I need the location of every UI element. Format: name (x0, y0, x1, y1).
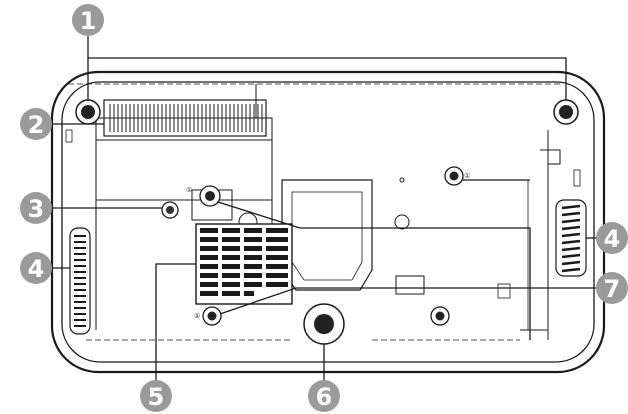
callout-6: 6 (308, 380, 340, 412)
svg-text:1: 1 (80, 7, 97, 35)
callout-4-right: 4 (596, 222, 628, 254)
foot-top-left (75, 99, 101, 125)
svg-text:4: 4 (604, 225, 621, 253)
svg-text:7: 7 (604, 275, 621, 303)
top-vent (103, 99, 267, 137)
left-side-vent (69, 227, 91, 335)
mount-screw-1 (199, 185, 221, 207)
callout-7: 7 (596, 272, 628, 304)
front-adjustable-foot (303, 303, 345, 345)
callout-1: 1 (72, 4, 104, 36)
callout-4-left: 4 (20, 252, 52, 284)
foot-top-right (553, 99, 579, 125)
callout-3: 3 (20, 192, 52, 224)
svg-text:3: 3 (28, 195, 45, 223)
svg-text:6: 6 (316, 383, 333, 411)
screw-mark-3: ① (194, 312, 200, 320)
leader-lines (52, 36, 600, 388)
mount-screw-4 (430, 306, 450, 326)
screw-mark-2: ① (464, 172, 470, 180)
mount-screw-3 (202, 306, 222, 326)
svg-text:5: 5 (148, 383, 165, 411)
screw-mark-1: ① (186, 186, 192, 194)
air-filter-grille (195, 223, 293, 305)
callout-5: 5 (140, 380, 172, 412)
mount-screw-2 (444, 166, 464, 186)
svg-text:2: 2 (28, 111, 45, 139)
svg-text:4: 4 (28, 255, 45, 283)
right-side-vent (555, 199, 587, 277)
security-screw (161, 201, 179, 219)
callout-2: 2 (20, 108, 52, 140)
